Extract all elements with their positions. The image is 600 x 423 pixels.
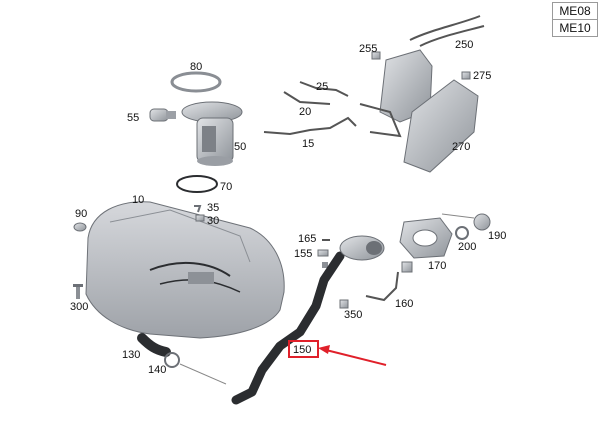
part-350-clip	[339, 299, 349, 309]
label-270: 270	[452, 141, 470, 153]
label-190: 190	[488, 230, 506, 242]
label-90: 90	[75, 208, 87, 220]
model-code-table: ME08 ME10	[552, 2, 598, 37]
part-90-grommet	[73, 222, 87, 232]
part-255-nut	[371, 51, 381, 60]
label-30: 30	[207, 215, 219, 227]
callout-150-highlight	[288, 340, 387, 366]
label-70: 70	[220, 181, 232, 193]
part-20-line	[283, 91, 331, 105]
label-150: 150	[293, 344, 311, 356]
label-255: 255	[359, 43, 377, 55]
part-130-hose	[137, 333, 171, 357]
part-50-fuel-pump-module	[181, 101, 243, 166]
label-20: 20	[299, 106, 311, 118]
label-250: 250	[455, 39, 473, 51]
label-50: 50	[234, 141, 246, 153]
label-80: 80	[190, 61, 202, 73]
part-10-fuel-tank	[85, 201, 285, 339]
label-130: 130	[122, 349, 140, 361]
label-25: 25	[316, 81, 328, 93]
part-155-clip	[317, 249, 329, 268]
label-15: 15	[302, 138, 314, 150]
part-30-clip	[195, 214, 205, 222]
label-165: 165	[298, 233, 316, 245]
label-55: 55	[127, 112, 139, 124]
part-35-clip	[194, 205, 202, 213]
part-160-hose	[365, 261, 413, 302]
part-55-valve	[149, 108, 176, 122]
part-70-o-ring	[176, 175, 218, 193]
label-10: 10	[132, 194, 144, 206]
part-80-seal-ring	[170, 71, 222, 93]
part-15-line	[263, 116, 357, 136]
label-350: 350	[344, 309, 362, 321]
part-140-clamp	[164, 352, 227, 385]
label-35: 35	[207, 202, 219, 214]
part-200-ring	[455, 226, 469, 240]
part-25-line	[299, 81, 349, 97]
label-160: 160	[395, 298, 413, 310]
label-300: 300	[70, 301, 88, 313]
part-150-filler-pipe	[231, 235, 385, 405]
label-200: 200	[458, 241, 476, 253]
model-code-cell: ME10	[552, 19, 598, 37]
part-275-nut	[461, 71, 471, 80]
label-140: 140	[148, 364, 166, 376]
part-270-heat-shield	[403, 79, 479, 173]
part-170-filler-housing	[399, 217, 453, 259]
model-code-cell: ME08	[552, 2, 598, 20]
part-300-bolt	[73, 284, 83, 299]
label-170: 170	[428, 260, 446, 272]
label-155: 155	[294, 248, 312, 260]
part-190-fuel-cap	[441, 213, 491, 231]
part-250-assembly	[359, 15, 485, 138]
label-275: 275	[473, 70, 491, 82]
